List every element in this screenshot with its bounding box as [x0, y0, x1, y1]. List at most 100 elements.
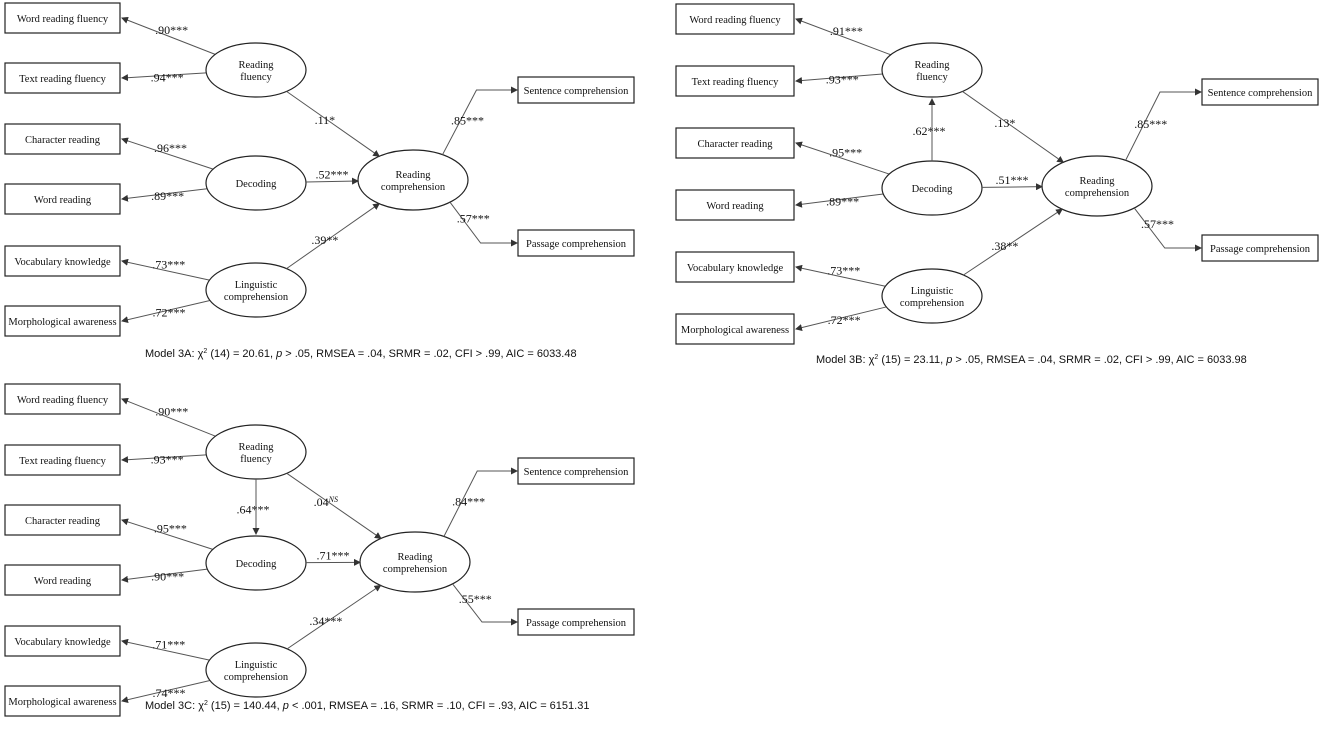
indicator-label: Morphological awareness: [8, 697, 116, 708]
outcome-loading-path: [452, 583, 518, 626]
loading-value: .90***: [155, 405, 188, 419]
outcome-indicator-box: [517, 229, 635, 257]
latent-label: Linguistic: [235, 280, 278, 291]
outcome-indicator-box: [517, 76, 635, 104]
indicator-label: Text reading fluency: [692, 77, 779, 88]
structural-path: [286, 584, 382, 650]
indicator-label: Word reading: [706, 201, 764, 212]
path-coefficient: .71***: [317, 549, 350, 563]
outcome-loading-path: [1133, 207, 1202, 252]
fluency-decoding-value: .62***: [913, 124, 946, 138]
outcome-loading-value: .84***: [452, 495, 485, 509]
outcome-loading-value: .57***: [457, 212, 490, 226]
loading-path: [121, 188, 208, 202]
indicator-label: Word reading fluency: [17, 395, 109, 406]
path-coefficient: .39**: [311, 233, 338, 247]
outcome-loading-path: [443, 467, 518, 537]
loading-value: .95***: [154, 522, 187, 536]
outcome-label: Reading: [1080, 176, 1116, 187]
structural-path: [286, 472, 382, 540]
loading-path: [121, 72, 207, 82]
loading-value: .72***: [152, 306, 185, 320]
loading-value: .96***: [154, 141, 187, 155]
loading-path: [121, 454, 207, 464]
outcome-loading-value: .85***: [451, 113, 484, 127]
structural-path: [286, 203, 381, 270]
indicator-box: [4, 504, 121, 536]
model-fit-caption: Model 3B: χ2 (15) = 23.11, p > .05, RMSE…: [816, 354, 1247, 366]
loading-value: .90***: [151, 570, 184, 584]
outcome-indicator-box: [1201, 78, 1319, 106]
indicator-box: [675, 189, 795, 221]
indicator-box: [4, 123, 121, 155]
loading-path: [121, 16, 216, 55]
outcome-indicator-label: Passage comprehension: [526, 239, 627, 250]
indicator-box: [4, 564, 121, 596]
structural-path: [963, 208, 1064, 276]
outcome-loading-path: [449, 201, 518, 247]
indicator-label: Character reading: [25, 135, 101, 146]
path-coefficient: .13*: [994, 116, 1015, 130]
outcome-loading-path: [442, 86, 518, 155]
loading-value: .74***: [152, 686, 185, 700]
outcome-indicator-label: Passage comprehension: [1210, 244, 1311, 255]
indicator-box: [4, 245, 121, 277]
indicator-box: [4, 183, 121, 215]
latent-label: Reading: [239, 442, 275, 453]
model-3a: Word reading fluency.90***Text reading f…: [4, 2, 635, 360]
indicator-box: [675, 127, 795, 159]
loading-value: .73***: [152, 258, 185, 272]
indicator-label: Vocabulary knowledge: [687, 263, 784, 274]
indicator-label: Word reading fluency: [689, 15, 781, 26]
latent-label: comprehension: [900, 298, 965, 309]
indicator-box: [675, 313, 795, 345]
latent-ellipse: [881, 42, 983, 98]
indicator-label: Vocabulary knowledge: [14, 257, 111, 268]
path-coefficient: .11*: [315, 113, 336, 127]
loading-path: [795, 306, 887, 331]
outcome-loading-value: .85***: [1134, 117, 1167, 131]
loading-path: [121, 568, 208, 583]
latent-label: Linguistic: [911, 286, 954, 297]
latent-label: comprehension: [224, 292, 289, 303]
caption-text: Model 3C: χ: [145, 700, 204, 712]
path-coefficient: .34***: [309, 614, 342, 628]
outcome-indicator-label: Sentence comprehension: [524, 467, 629, 478]
indicator-box: [675, 65, 795, 97]
loading-path: [795, 73, 883, 85]
outcome-label: comprehension: [381, 182, 446, 193]
model-fit-caption: Model 3C: χ2 (15) = 140.44, p < .001, RM…: [145, 700, 589, 712]
indicator-box: [4, 305, 121, 337]
indicator-label: Vocabulary knowledge: [14, 637, 111, 648]
outcome-label: Reading: [398, 552, 434, 563]
outcome-label: Reading: [396, 170, 432, 181]
loading-value: .93***: [826, 72, 859, 86]
outcome-label: comprehension: [1065, 188, 1130, 199]
outcome-loading-path: [1125, 88, 1202, 161]
outcome-indicator-label: Sentence comprehension: [1208, 88, 1313, 99]
loading-path: [121, 518, 214, 550]
caption-text: Model 3B: χ: [816, 354, 875, 366]
indicator-box: [675, 3, 795, 35]
model-3c: Word reading fluency .90*** Text reading f…: [4, 383, 635, 717]
loading-path: [121, 300, 211, 324]
latent-label: Reading: [239, 60, 275, 71]
model-3b: Word reading fluency.91***Text reading f…: [675, 3, 1319, 366]
latent-ellipse: [205, 642, 307, 698]
loading-path: [121, 137, 214, 170]
outcome-loading-value: .57***: [1141, 217, 1174, 231]
indicator-label: Character reading: [698, 139, 774, 150]
loading-path: [795, 193, 884, 208]
outcome-indicator-box: [517, 608, 635, 636]
indicator-box: [4, 383, 121, 415]
outcome-indicator-box: [517, 457, 635, 485]
loading-value: .89***: [151, 189, 184, 203]
latent-label: Decoding: [912, 184, 954, 195]
latent-label: fluency: [916, 72, 948, 83]
latent-label: fluency: [240, 454, 272, 465]
loading-value: .73***: [827, 264, 860, 278]
outcome-label: comprehension: [383, 564, 448, 575]
indicator-label: Text reading fluency: [19, 456, 106, 467]
path-coefficient: .51***: [996, 173, 1029, 187]
indicator-box: [4, 444, 121, 476]
